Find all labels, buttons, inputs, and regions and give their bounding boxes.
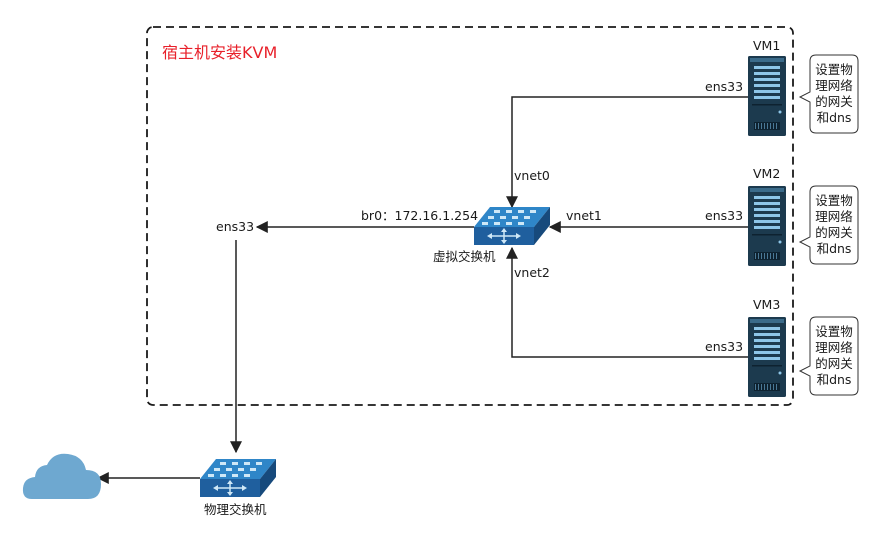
physical-switch-label: 物理交换机 bbox=[204, 502, 267, 517]
vm2-name: VM2 bbox=[753, 166, 781, 181]
host-boundary bbox=[146, 26, 794, 406]
vnet2-label: vnet2 bbox=[514, 265, 550, 280]
vnet0-label: vnet0 bbox=[514, 168, 550, 183]
vm3-server-icon bbox=[748, 317, 786, 397]
vm3-callout-bubble bbox=[798, 316, 859, 396]
vm3-nic: ens33 bbox=[705, 339, 744, 354]
vm1-callout-bubble bbox=[798, 54, 859, 134]
vm1-name: VM1 bbox=[753, 38, 781, 53]
vnet1-label: vnet1 bbox=[566, 208, 602, 223]
vm3-name: VM3 bbox=[753, 297, 781, 312]
virtual-switch-label: 虚拟交换机 bbox=[433, 249, 496, 264]
vm1-server-icon bbox=[748, 56, 786, 136]
vm2-server-icon bbox=[748, 186, 786, 266]
vm2-callout-bubble bbox=[798, 185, 859, 265]
virtual-switch-icon bbox=[473, 206, 551, 246]
vm1-link bbox=[506, 96, 748, 209]
connections bbox=[96, 96, 748, 484]
vm3-callout-text: 设置物理网络的网关和dns bbox=[815, 324, 853, 387]
cloud-icon bbox=[22, 453, 102, 499]
vm3-link bbox=[506, 246, 748, 358]
host-title: 宿主机安装KVM bbox=[162, 43, 278, 62]
physical-switch-icon bbox=[199, 458, 277, 498]
vm2-nic: ens33 bbox=[705, 208, 744, 223]
host-nic-label: ens33 bbox=[216, 219, 255, 234]
vm2-callout-text: 设置物理网络的网关和dns bbox=[815, 193, 853, 256]
vm1-callout-text: 设置物理网络的网关和dns bbox=[815, 62, 853, 125]
vm1-nic: ens33 bbox=[705, 79, 744, 94]
bridge-label: br0：172.16.1.254 bbox=[361, 208, 479, 223]
callout-bubbles bbox=[798, 54, 859, 396]
